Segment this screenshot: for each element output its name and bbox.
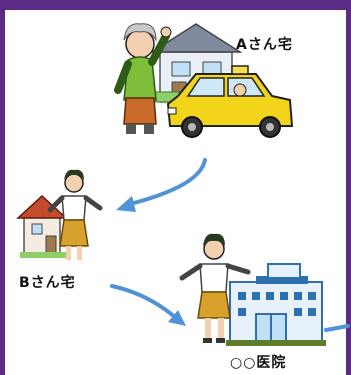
arrowhead-b-to-clinic bbox=[168, 310, 186, 326]
route-arrows bbox=[110, 158, 350, 332]
arrow-b-to-clinic bbox=[110, 284, 178, 320]
arrow-a-to-b bbox=[128, 158, 207, 206]
woman-near-house-b-icon bbox=[47, 169, 103, 260]
house-b-icon bbox=[16, 194, 68, 258]
house-b-label: Bさん宅 bbox=[19, 275, 76, 291]
house-a-label: Aさん宅 bbox=[236, 37, 293, 53]
elderly-person-icon bbox=[114, 23, 172, 134]
woman-near-clinic-icon bbox=[179, 233, 251, 343]
arrow-clinic-right bbox=[324, 324, 350, 332]
clinic-icon bbox=[226, 263, 326, 346]
taxi-icon bbox=[166, 65, 294, 138]
arrowhead-a-to-b bbox=[116, 196, 136, 212]
clinic-label: ○○医院 bbox=[230, 355, 287, 371]
